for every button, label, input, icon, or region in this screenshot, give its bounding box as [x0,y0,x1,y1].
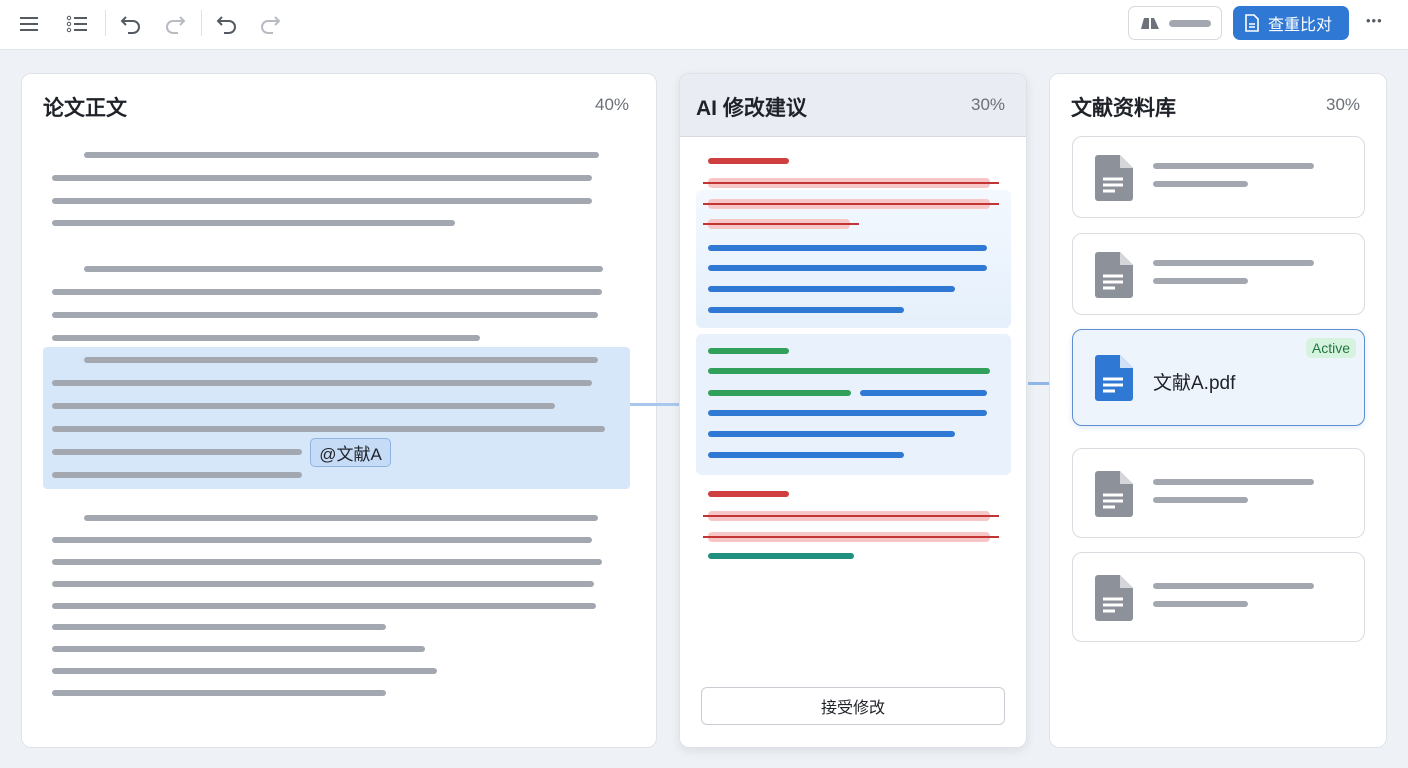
file-name-placeholder [1153,260,1314,266]
citation-tag[interactable]: @文献A [310,438,391,467]
text-placeholder-line [84,266,603,272]
text-placeholder-line [52,335,480,341]
added-text-line [860,390,987,396]
redo-icon[interactable] [256,10,284,38]
view-mode-button[interactable] [1128,6,1222,40]
text-placeholder-line [84,152,599,158]
ai-panel-header [680,74,1026,137]
file-meta-placeholder [1153,601,1248,607]
text-placeholder-line [52,289,602,295]
added-text-line [708,286,955,292]
text-placeholder-line [52,380,592,386]
deleted-heading-line [708,158,789,164]
suggestion-block[interactable] [696,334,1011,475]
text-placeholder-line [52,581,594,587]
menu-icon[interactable] [15,10,43,38]
document-icon [1095,471,1133,517]
file-meta-placeholder [1153,497,1248,503]
accept-changes-button[interactable]: 接受修改 [701,687,1005,725]
text-placeholder-line [52,646,425,652]
library-card[interactable] [1072,552,1365,642]
active-file-name: 文献A.pdf [1153,373,1236,394]
file-name-placeholder [1153,479,1314,485]
text-placeholder-line [52,624,386,630]
book-icon [1141,18,1159,29]
document-icon [1095,575,1133,621]
added-text-line [708,431,955,437]
strikethrough-line [703,511,999,521]
highlighted-paragraph[interactable] [43,347,630,489]
document-icon [1095,155,1133,201]
redo-icon[interactable] [161,10,189,38]
document-icon [1095,355,1133,401]
suggestion-block[interactable] [696,190,1011,328]
document-icon [1095,252,1133,298]
library-card[interactable] [1072,448,1365,538]
text-placeholder-line [52,175,592,181]
file-meta-placeholder [1153,181,1248,187]
text-placeholder-line [52,559,602,565]
deleted-heading-line [708,491,789,497]
strikethrough-line [703,219,859,229]
added-text-line [708,265,987,271]
paper-panel-title: 论文正文 [43,97,127,120]
text-placeholder-line [52,668,437,674]
added-text-line [708,553,854,559]
text-placeholder-line [52,603,596,609]
file-meta-placeholder [1153,278,1248,284]
text-placeholder-line [52,220,455,226]
text-placeholder-line [84,357,598,363]
check-compare-label: 查重比对 [1268,17,1333,34]
strikethrough-line [703,199,999,209]
added-heading-line [708,348,789,354]
placeholder-bar [1169,20,1211,27]
file-name-placeholder [1153,163,1314,169]
added-text-line [708,390,851,396]
text-placeholder-line [52,403,555,409]
added-text-line [708,410,987,416]
text-placeholder-line [84,515,598,521]
active-badge: Active [1305,338,1356,358]
undo-icon[interactable] [117,10,145,38]
connector-line [630,403,679,406]
document-icon [1245,14,1259,32]
strikethrough-line [703,178,999,188]
text-placeholder-line [52,426,605,432]
undo-icon[interactable] [213,10,241,38]
file-name-placeholder [1153,583,1314,589]
divider [105,10,106,36]
connector-arrow [1028,382,1060,385]
added-text-line [708,452,904,458]
library-card-active[interactable]: 文献A.pdf Active [1072,329,1365,426]
paper-panel-percent: 40% [595,95,630,114]
text-placeholder-line [52,537,592,543]
text-placeholder-line [52,449,302,455]
library-card[interactable] [1072,233,1365,315]
text-placeholder-line [52,690,386,696]
divider [201,10,202,36]
strikethrough-line [703,532,999,542]
text-placeholder-line [52,312,598,318]
added-text-line [708,368,990,374]
text-placeholder-line [52,472,302,478]
more-options-icon[interactable]: ••• [1366,13,1383,28]
ai-panel-percent: 30% [971,95,1006,114]
library-panel-percent: 30% [1326,95,1361,114]
check-compare-button[interactable]: 查重比对 [1233,6,1349,40]
library-panel-title: 文献资料库 [1071,97,1176,120]
added-text-line [708,245,987,251]
added-text-line [708,307,904,313]
ai-panel-title: AI 修改建议 [696,97,807,120]
library-card[interactable] [1072,136,1365,218]
toolbar: 查重比对 ••• [0,0,1408,50]
list-icon[interactable] [63,10,91,38]
text-placeholder-line [52,198,592,204]
